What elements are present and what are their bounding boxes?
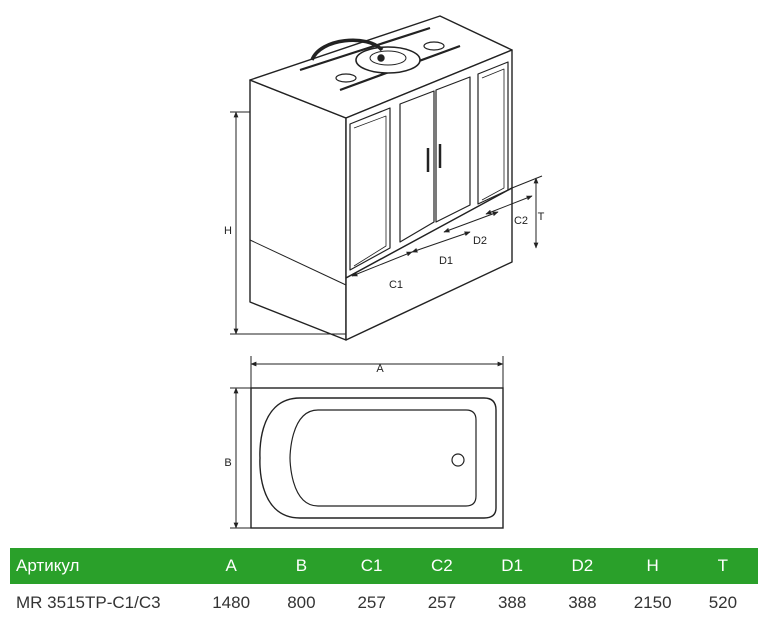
dimension-d2 <box>443 211 499 233</box>
front-side-panel-right <box>477 61 509 205</box>
dimension-d1 <box>411 231 471 253</box>
dimension-c2 <box>485 195 533 215</box>
cell-t: 520 <box>708 593 738 612</box>
front-side-panel-left <box>349 107 391 271</box>
bath-top-view <box>250 387 504 529</box>
front-door-right <box>435 76 471 223</box>
bath-outline <box>250 387 504 529</box>
dimension-t <box>511 175 543 249</box>
label-b: B <box>224 457 231 469</box>
cell-a: 1480 <box>212 593 251 612</box>
cell-d1: 388 <box>497 593 527 612</box>
overhead-shower <box>355 46 421 74</box>
bath-bowl <box>289 409 477 507</box>
ceiling-light-right <box>423 41 445 51</box>
shower-pipe <box>310 38 384 61</box>
header-t: T <box>687 548 758 584</box>
label-d2: D2 <box>473 235 487 247</box>
cell-d2: 388 <box>568 593 597 612</box>
header-c1: C1 <box>336 548 407 584</box>
cell-c1: 257 <box>357 593 386 612</box>
ceiling-light-left <box>335 73 357 83</box>
cell-c2: 257 <box>427 593 457 612</box>
dimension-h <box>230 111 346 335</box>
technical-drawing: H T C1 D1 D2 C2 A B <box>224 15 545 529</box>
bath-rim <box>259 397 497 519</box>
cell-b: 800 <box>287 593 316 612</box>
header-h: H <box>617 548 688 584</box>
drain-hole <box>451 453 465 467</box>
label-h: H <box>224 225 232 237</box>
cell-h: 2150 <box>633 593 672 612</box>
table-header-row: Артикул A B C1 C2 D1 D2 H T <box>10 548 758 584</box>
header-b: B <box>266 548 337 584</box>
front-door-left <box>399 90 435 243</box>
cell-article: MR 3515TP-C1/C3 <box>16 593 161 612</box>
dimension-c1 <box>351 251 413 277</box>
label-c1: C1 <box>389 279 403 291</box>
table-row: MR 3515TP-C1/C3 1480 800 257 257 388 388… <box>10 584 758 622</box>
header-a: A <box>196 548 267 584</box>
dimension-b <box>230 387 251 529</box>
shower-cabin-3d-view <box>249 15 513 341</box>
label-a: A <box>376 363 384 375</box>
cabin-left-side <box>249 79 347 341</box>
label-c2: C2 <box>514 215 528 227</box>
header-article: Артикул <box>10 548 196 584</box>
dimension-a <box>250 356 504 388</box>
header-c2: C2 <box>406 548 477 584</box>
header-d2: D2 <box>547 548 618 584</box>
label-d1: D1 <box>439 255 453 267</box>
header-d1: D1 <box>477 548 548 584</box>
specification-table: Артикул A B C1 C2 D1 D2 H T MR 3515TP-C1… <box>10 548 758 622</box>
label-t: T <box>538 211 545 223</box>
